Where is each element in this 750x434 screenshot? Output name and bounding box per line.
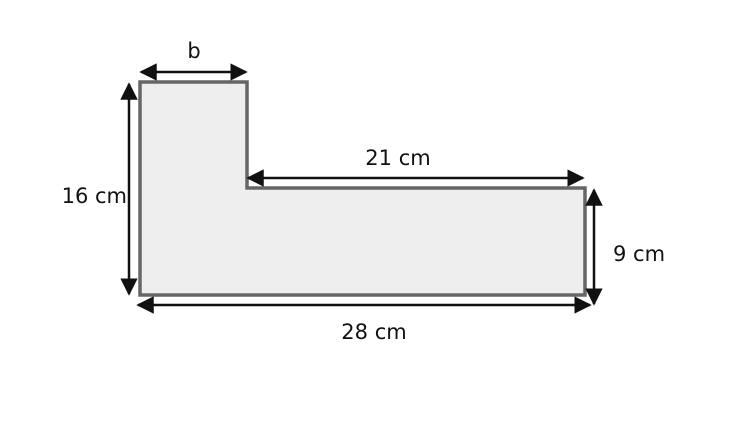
- l-shape: [138, 80, 587, 297]
- label-bottom-width: 28 cm: [341, 320, 406, 344]
- label-top-width: b: [187, 39, 200, 63]
- label-left-height: 16 cm: [62, 184, 127, 208]
- label-right-height: 9 cm: [613, 242, 665, 266]
- label-inner-top-width: 21 cm: [365, 146, 430, 170]
